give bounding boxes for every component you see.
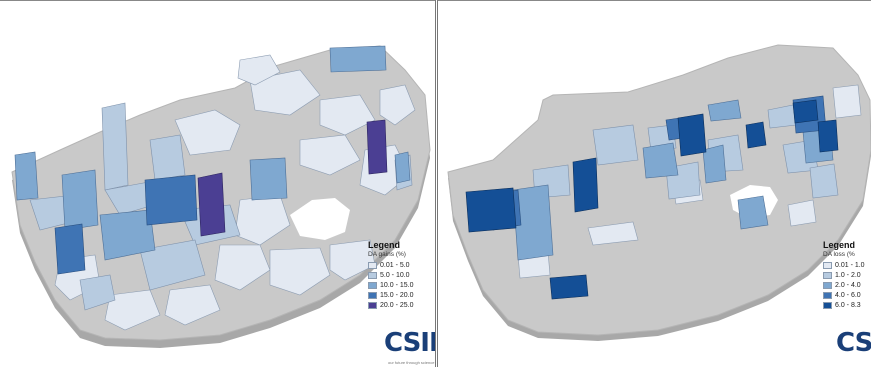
legend-swatch <box>823 291 832 299</box>
legend-da-loss: Legend DA loss (% 0.01 - 1.0 1.0 - 2.0 2… <box>823 240 865 310</box>
legend-title: Legend <box>823 240 856 250</box>
municipality-prisms-class5 <box>465 99 839 300</box>
municipality-prisms-class3 <box>14 45 411 261</box>
municipality-prisms-class4 <box>54 174 198 275</box>
legend-row: 15.0 - 20.0 <box>368 290 413 300</box>
legend-swatch <box>368 261 377 269</box>
legend-row: 1.0 - 2.0 <box>823 270 865 280</box>
legend-label: 4.0 - 6.0 <box>835 291 861 299</box>
south-africa-3d-map-loss <box>447 44 871 341</box>
legend-row: 0.01 - 1.0 <box>823 260 865 270</box>
csir-tagline: our future through science <box>388 360 435 365</box>
legend-da-gains: Legend DA gains (%) 0.01 - 5.0 5.0 - 10.… <box>368 240 413 310</box>
legend-title: Legend <box>368 240 401 250</box>
legend-subtitle: DA gains (%) <box>368 251 406 258</box>
municipality-prisms-class3 <box>512 99 834 261</box>
legend-row: 4.0 - 6.0 <box>823 290 865 300</box>
legend-swatch <box>368 281 377 289</box>
legend-label: 6.0 - 8.3 <box>835 301 861 309</box>
country-base <box>447 44 871 336</box>
legend-row: 10.0 - 15.0 <box>368 280 413 290</box>
legend-label: 0.01 - 1.0 <box>835 261 865 269</box>
legend-label: 0.01 - 5.0 <box>380 261 410 269</box>
legend-swatch <box>823 301 832 309</box>
csir-logo: CSIR <box>836 328 871 358</box>
legend-swatch <box>368 271 377 279</box>
legend-label: 20.0 - 25.0 <box>380 301 414 309</box>
legend-label: 1.0 - 2.0 <box>835 271 861 279</box>
panel-top-border <box>0 0 435 1</box>
municipality-prisms-class1 <box>54 54 416 331</box>
south-africa-3d-map-gains <box>11 45 431 348</box>
legend-row: 20.0 - 25.0 <box>368 300 413 310</box>
map-panel-da-gains: Legend DA gains (%) 0.01 - 5.0 5.0 - 10.… <box>0 0 436 367</box>
legend-row: 5.0 - 10.0 <box>368 270 413 280</box>
panel-top-border <box>438 0 871 1</box>
legend-row: 0.01 - 5.0 <box>368 260 413 270</box>
legend-row: 2.0 - 4.0 <box>823 280 865 290</box>
legend-row: 6.0 - 8.3 <box>823 300 865 310</box>
map-panel-da-loss: Legend DA loss (% 0.01 - 1.0 1.0 - 2.0 2… <box>437 0 871 367</box>
legend-swatch <box>823 261 832 269</box>
lesotho-hole <box>290 198 350 240</box>
legend-label: 15.0 - 20.0 <box>380 291 414 299</box>
legend-swatch <box>823 271 832 279</box>
csir-logo: CSIR <box>384 328 435 358</box>
legend-swatch <box>368 301 377 309</box>
legend-label: 10.0 - 15.0 <box>380 281 414 289</box>
municipality-prisms-class5 <box>197 119 388 237</box>
legend-swatch <box>368 291 377 299</box>
legend-label: 5.0 - 10.0 <box>380 271 410 279</box>
legend-label: 2.0 - 4.0 <box>835 281 861 289</box>
legend-swatch <box>823 281 832 289</box>
legend-subtitle: DA loss (% <box>823 251 855 258</box>
